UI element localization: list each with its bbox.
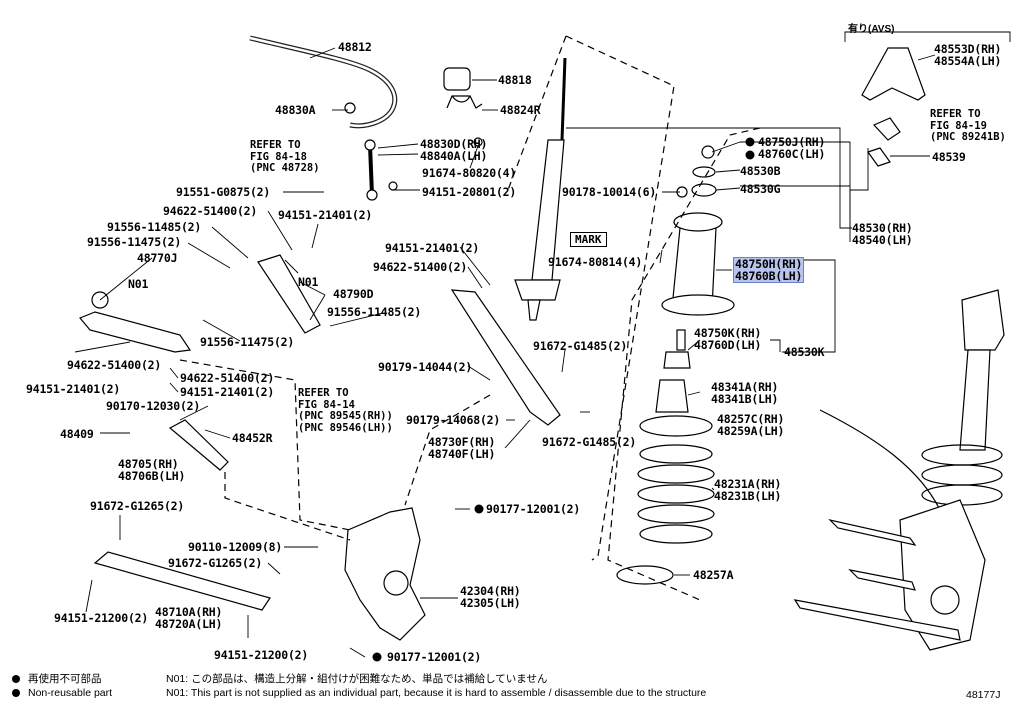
label-48530k: 48530K [784,345,825,359]
label-94151-21401-c: 94151-21401(2) [180,385,275,399]
legend-note-jp: N01: この部品は、構造上分解・組付けが困難なため、単品では補給していません [166,673,548,685]
stabilizer-link-shape [368,144,374,196]
refer-note-fig-84-19[interactable]: REFER TO FIG 84-19 (PNC 89241B) [930,108,1006,143]
refer-note-fig-84-18[interactable]: REFER TO FIG 84-18 (PNC 48728) [250,139,320,174]
lower-insulator-shape [616,565,674,585]
label-48818: 48818 [498,73,532,87]
label-94151-21401-d: 94151-21401(2) [385,241,480,255]
label-90179-14044: 90179-14044(2) [378,360,473,374]
stabilizer-bracket-shape [446,95,483,109]
label-91672-g1485-b: 91672-G1485(2) [542,435,637,449]
avs-option-label: 有り(AVS) [848,24,895,35]
label-48553d: 48553D(RH)48554A(LH) [934,42,1002,68]
label-48812: 48812 [338,40,372,54]
upper-arm-shape [450,289,561,426]
label-n01-a: N01 [128,277,149,291]
refer-note-fig-84-14[interactable]: REFER TO FIG 84-14 (PNC 89545(RH)) (PNC … [298,387,393,434]
label-91672-g1265-a: 91672-G1265(2) [90,499,185,513]
figure-number: 48177J [966,689,1001,701]
assembled-view-shape [793,289,1005,651]
label-91556-11485-a: 91556-11485(2) [107,220,202,234]
label-91556-11475-b: 91556-11475(2) [200,335,295,349]
label-90110-12009: 90110-12009(8) [188,540,283,554]
label-91556-11485-b: 91556-11485(2) [327,305,422,319]
label-94622-51400-a: 94622-51400(2) [163,204,258,218]
nonreusable-bullet-icon [12,689,20,697]
label-94622-51400-c: 94622-51400(2) [180,371,275,385]
label-91551-g0875: 91551-G0875(2) [176,185,271,199]
label-48730f: 48730F(RH)48740F(LH) [428,435,496,461]
label-48750j: 48750J(RH)48760C(LH) [758,135,826,161]
label-90177-12001-b: 90177-12001(2) [387,650,482,664]
label-48830d: 48830D(RH)48840A(LH) [420,137,488,163]
label-94622-51400-b: 94622-51400(2) [67,358,162,372]
legend-note-en: N01: This part is not supplied as an ind… [166,687,707,699]
upper-insulator-shape [639,415,713,437]
label-48750k: 48750K(RH)48760D(LH) [694,326,762,352]
label-48539: 48539 [932,150,966,164]
stabilizer-bar-core [249,36,396,127]
label-48770j: 48770J [137,251,178,265]
stabilizer-bushing-shape [443,67,471,91]
legend-nonreusable-jp: 再使用不可部品 [12,671,102,686]
label-91674-80814: 91674-80814(4) [548,255,643,269]
label-94151-21200-a: 94151-21200(2) [54,611,149,625]
legend-nonreusable-en: Non-reusable part [12,687,112,699]
knuckle-shape [344,507,426,641]
label-48530b: 48530B [740,164,781,178]
label-48830a: 48830A [275,103,316,117]
label-90177-12001-a: 90177-12001(2) [486,502,581,516]
label-48705: 48705(RH)48706B(LH) [118,457,186,483]
avs-cover-shape [861,47,926,101]
label-48530g: 48530G [740,182,781,196]
toe-link-shape [168,419,229,471]
label-48530: 48530(RH)48540(LH) [852,221,913,247]
label-48710a: 48710A(RH)48720A(LH) [155,605,223,631]
bump-stopper-shape [655,379,689,413]
arm-48770j-shape [79,311,192,353]
label-91556-11475-a: 91556-11475(2) [87,235,182,249]
label-48409: 48409 [60,427,94,441]
nonreusable-bullet-icon [12,675,20,683]
label-48231a: 48231A(RH)48231B(LH) [714,477,782,503]
label-48257c: 48257C(RH)48259A(LH) [717,412,785,438]
shock-rod-shape [560,57,567,141]
mark-label-box: MARK [570,232,607,247]
label-48790d: 48790D [333,287,374,301]
label-42304: 42304(RH)42305(LH) [460,584,521,610]
label-94622-51400-d: 94622-51400(2) [373,260,468,274]
label-48452r: 48452R [232,431,273,445]
label-91674-80820: 91674-80820(4) [422,166,517,180]
label-94151-21401-a: 94151-21401(2) [278,208,373,222]
label-90179-14068: 90179-14068(2) [406,413,501,427]
label-48824r: 48824R [500,103,541,117]
label-94151-20801: 94151-20801(2) [422,185,517,199]
label-94151-21401-b: 94151-21401(2) [26,382,121,396]
label-48341a: 48341A(RH)48341B(LH) [711,380,779,406]
label-91672-g1265-b: 91672-G1265(2) [168,556,263,570]
arm-48790d-shape [257,254,321,334]
stabilizer-bar-shape [249,35,398,129]
label-n01-b: N01 [298,275,319,289]
label-91672-g1485-a: 91672-G1485(2) [533,339,628,353]
label-90170-12030: 90170-12030(2) [106,399,201,413]
lower-arm-shape [93,551,271,611]
label-48750h-highlighted[interactable]: 48750H(RH)48760B(LH) [732,257,805,283]
label-90178-10014: 90178-10014(6) [562,185,657,199]
coil-spring-shape [637,444,715,544]
label-94151-21200-b: 94151-21200(2) [214,648,309,662]
label-48257a: 48257A [693,568,734,582]
